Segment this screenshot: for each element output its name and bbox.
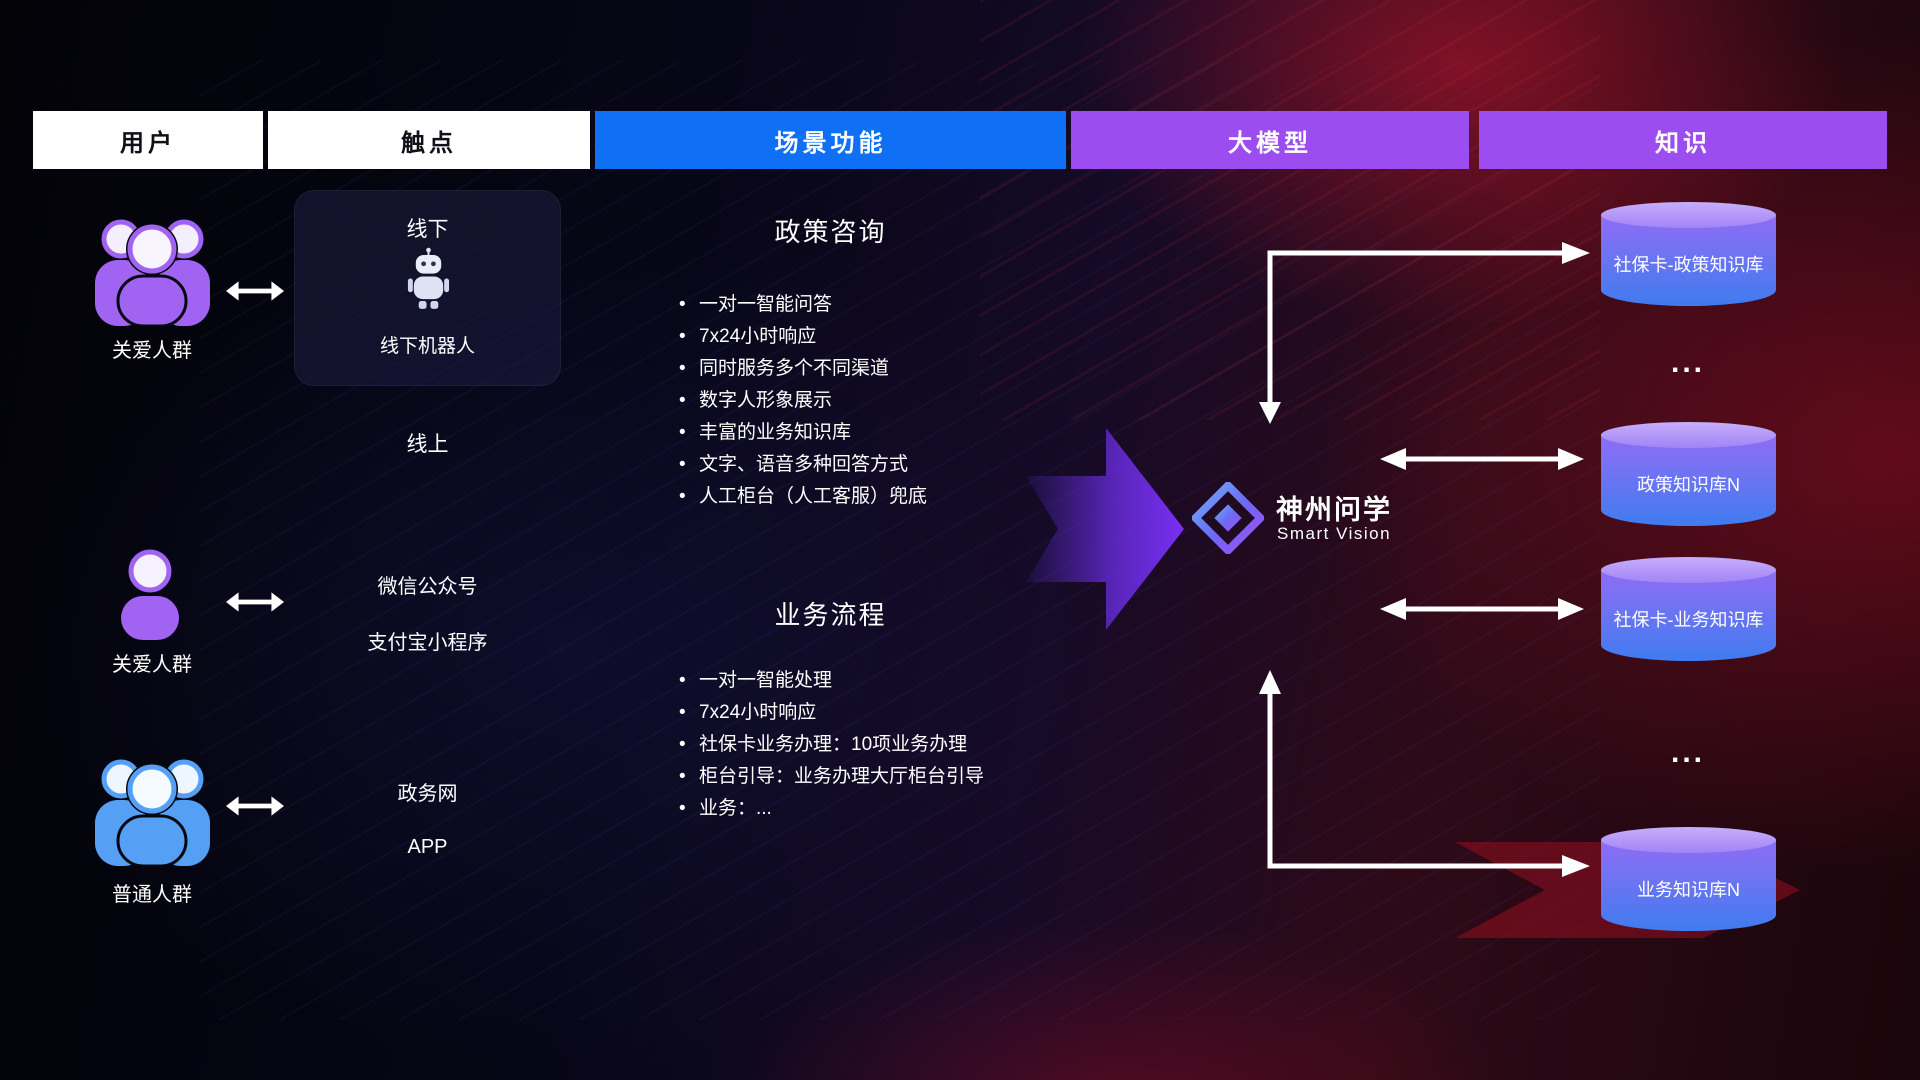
column-header-touchpoint: 触点: [268, 111, 590, 169]
cylinder-body: [1601, 435, 1776, 526]
online-title: 线上: [406, 433, 449, 456]
channel-alipay: 支付宝小程序: [367, 632, 488, 654]
model-subtitle: Smart Vision: [1277, 524, 1392, 543]
user-group-purple-icon: [95, 219, 210, 326]
cylinder-top-icon: [1601, 557, 1776, 583]
knowledge-db-label: 社保卡-政策知识库: [1613, 255, 1764, 275]
cylinder-body: [1601, 215, 1776, 306]
column-header-scene: 场景功能: [595, 111, 1066, 169]
knowledge-db: 政策知识库N: [1601, 422, 1776, 526]
offline-robot-label: 线下机器人: [379, 336, 475, 357]
user-row-label: 普通人群: [112, 884, 192, 906]
user-single-purple-icon: [121, 549, 179, 640]
column-header-user: 用户: [33, 111, 263, 169]
bidirectional-arrow-icon: [226, 592, 284, 612]
robot-icon: [407, 247, 450, 309]
knowledge-db: 社保卡-政策知识库: [1601, 202, 1776, 306]
user-group-blue-icon: [95, 759, 210, 866]
cylinder-top-icon: [1601, 422, 1776, 448]
knowledge-db: 业务知识库N: [1601, 827, 1776, 931]
bidirectional-arrow-icon: [226, 281, 284, 301]
list-item: 文字、语音多种回答方式: [677, 449, 1077, 481]
knowledge-db-label: 政策知识库N: [1637, 475, 1740, 495]
ellipsis-separator: ...: [1670, 346, 1705, 379]
list-item: 一对一智能处理: [677, 665, 1077, 697]
column-header-knowledge: 知识: [1479, 111, 1887, 169]
list-item: 柜台引导：业务办理大厅柜台引导: [677, 761, 1077, 793]
knowledge-db-label: 业务知识库N: [1637, 880, 1740, 900]
channel-wechat: 微信公众号: [377, 576, 478, 598]
list-item: 丰富的业务知识库: [677, 417, 1077, 449]
cylinder-top-icon: [1601, 827, 1776, 853]
channel-gov-web: 政务网: [397, 783, 458, 805]
list-item: 7x24小时响应: [677, 697, 1077, 729]
offline-title: 线下: [406, 218, 449, 241]
policy-section-title: 政策咨询: [774, 217, 887, 247]
offline-touchpoint-card: 线下 线下机器人: [294, 190, 561, 386]
list-item: 人工柜台（人工客服）兜底: [677, 481, 1077, 513]
user-row-label: 关爱人群: [112, 654, 192, 676]
knowledge-db: 社保卡-业务知识库: [1601, 557, 1776, 661]
business-section-title: 业务流程: [774, 600, 887, 630]
list-item: 7x24小时响应: [677, 321, 1077, 353]
cylinder-body: [1601, 570, 1776, 661]
list-item: 同时服务多个不同渠道: [677, 353, 1077, 385]
ellipsis-separator: ...: [1670, 736, 1705, 769]
bidirectional-arrow-icon: [226, 796, 284, 816]
cylinder-body: [1601, 840, 1776, 931]
business-feature-list: 一对一智能处理 7x24小时响应 社保卡业务办理：10项业务办理 柜台引导：业务…: [677, 665, 1077, 825]
user-row-label: 关爱人群: [112, 340, 192, 362]
column-header-model: 大模型: [1071, 111, 1469, 169]
list-item: 一对一智能问答: [677, 289, 1077, 321]
list-item: 社保卡业务办理：10项业务办理: [677, 729, 1077, 761]
channel-app: APP: [407, 836, 448, 858]
cylinder-top-icon: [1601, 202, 1776, 228]
smart-vision-logo-icon: [1192, 482, 1264, 554]
policy-feature-list: 一对一智能问答 7x24小时响应 同时服务多个不同渠道 数字人形象展示 丰富的业…: [677, 289, 1077, 513]
list-item: 业务：...: [677, 793, 1077, 825]
list-item: 数字人形象展示: [677, 385, 1077, 417]
knowledge-db-label: 社保卡-业务知识库: [1613, 610, 1764, 630]
model-name: 神州问学: [1276, 495, 1392, 525]
